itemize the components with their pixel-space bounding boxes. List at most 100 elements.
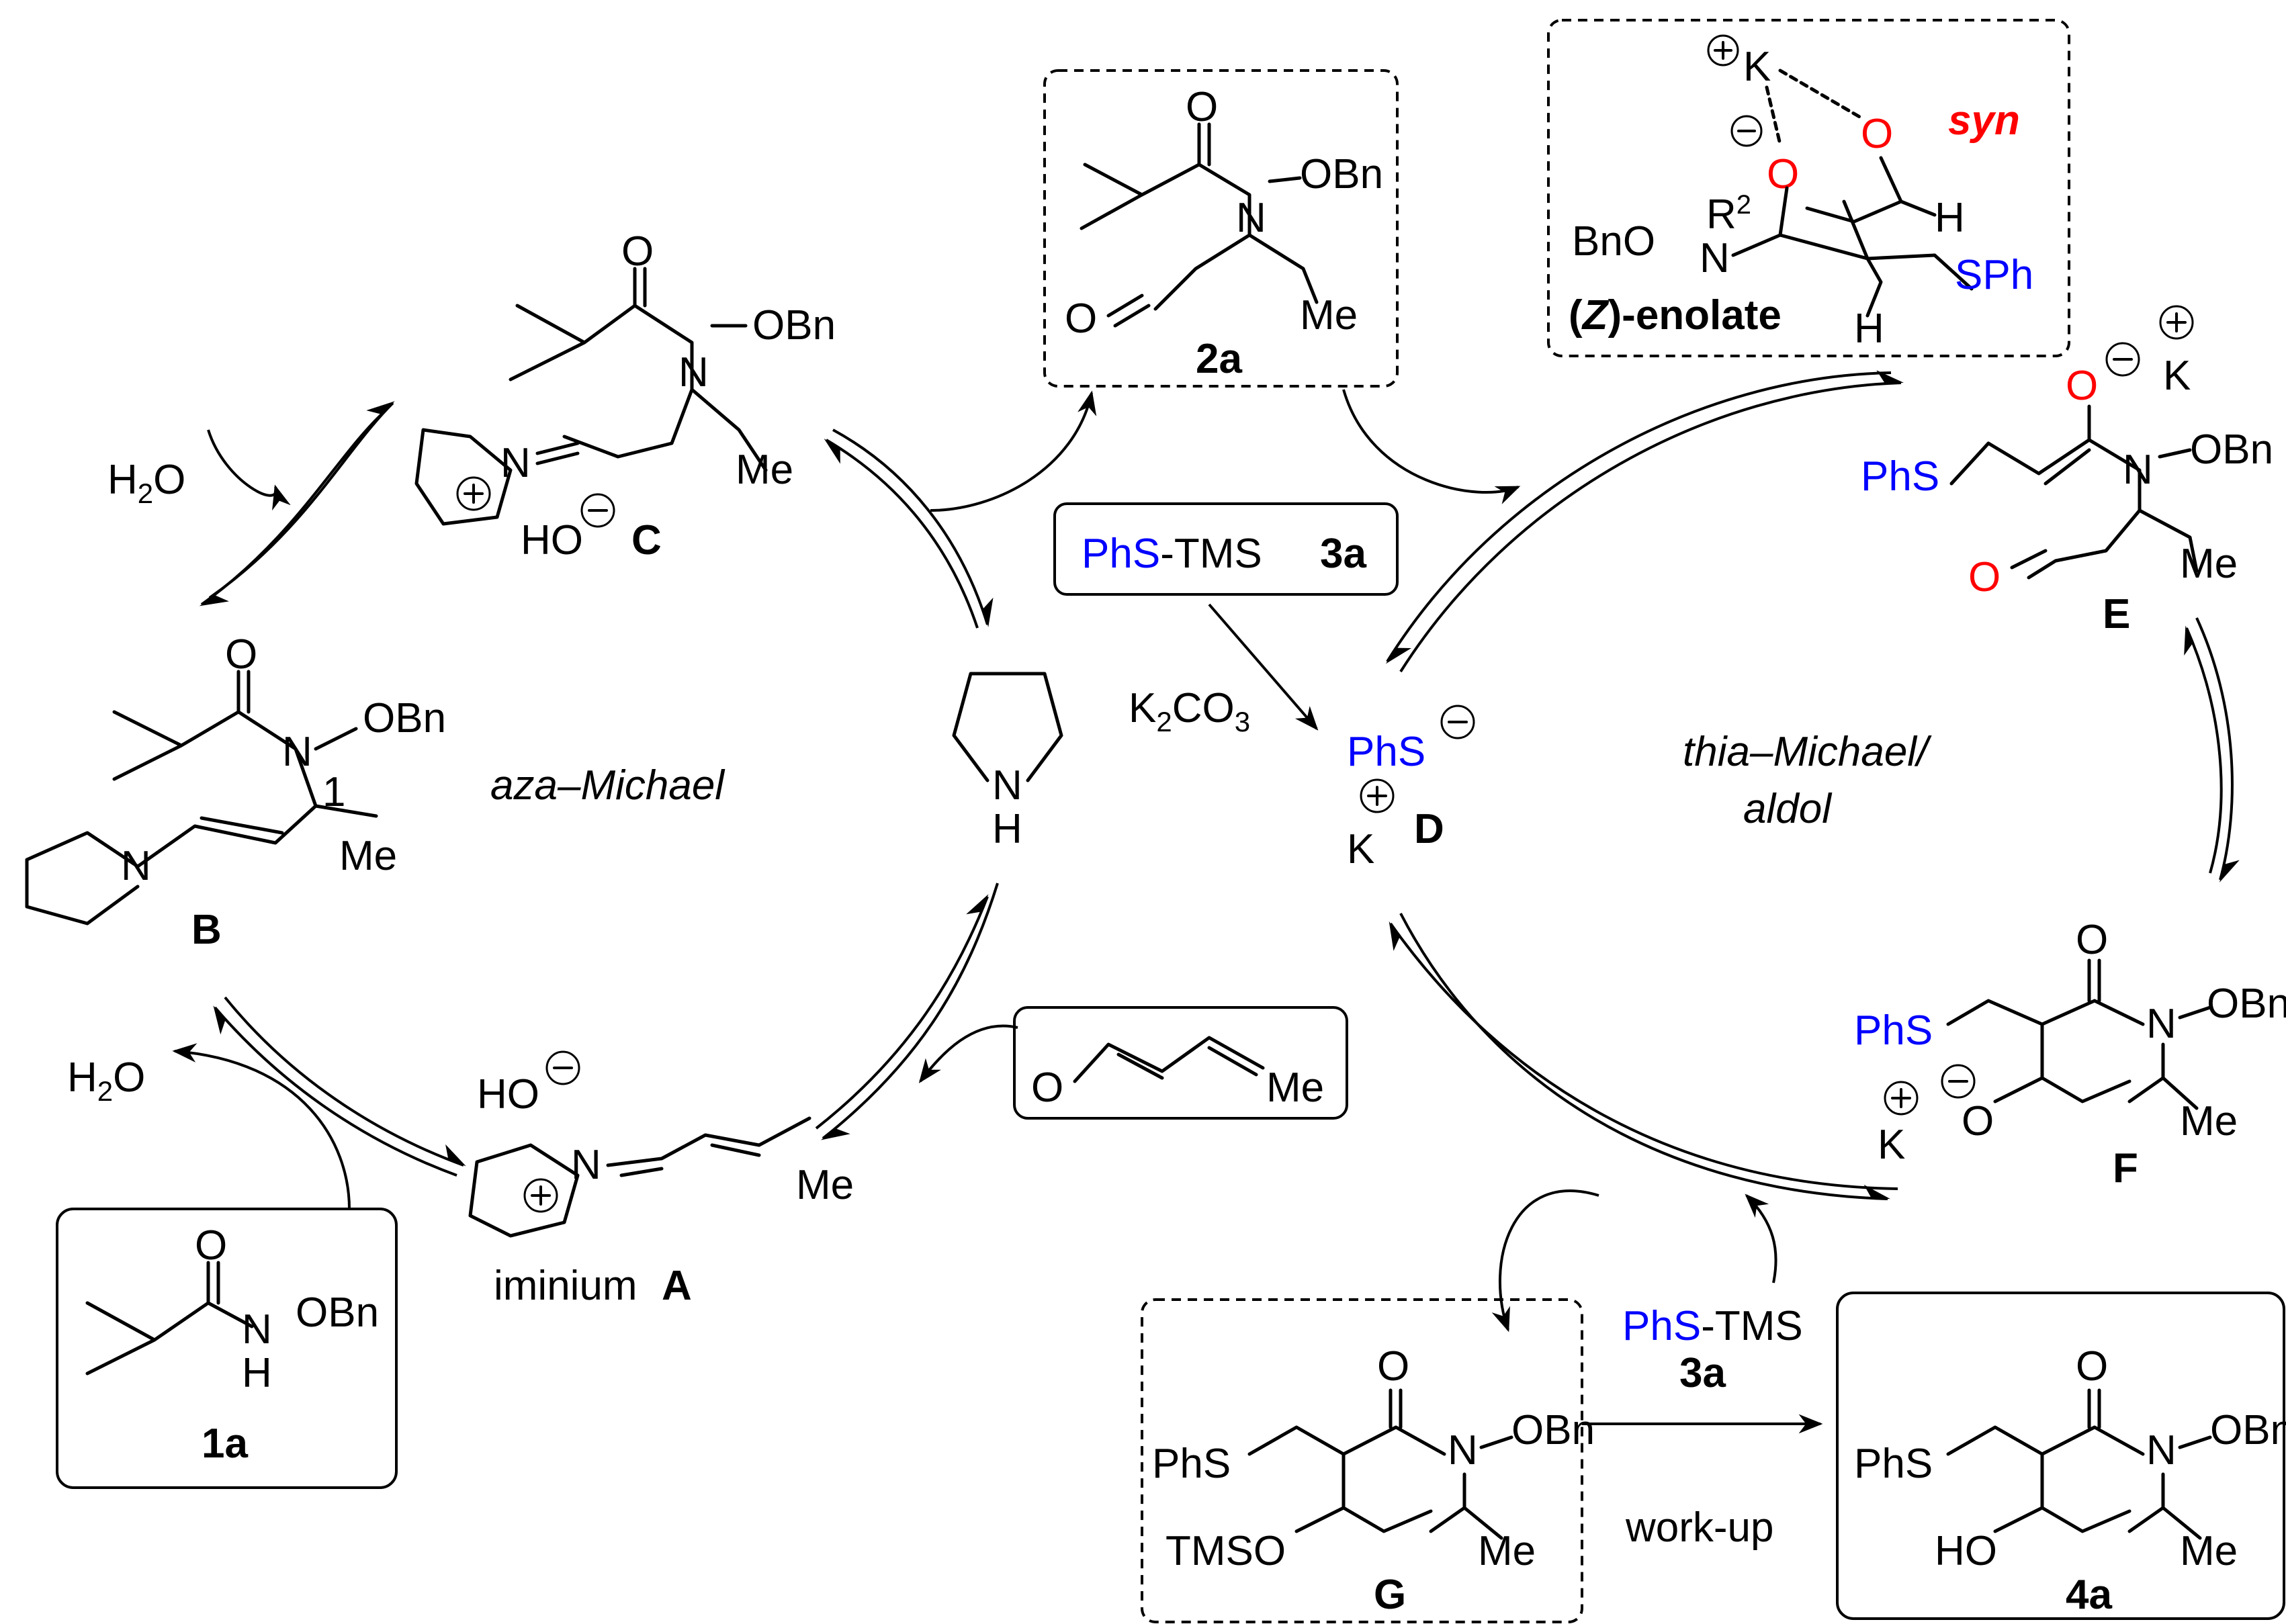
svg-text:Me: Me <box>1300 292 1358 339</box>
compound-E-id: E <box>2103 591 2130 637</box>
compound-2a-box: O OBn N O Me 2a <box>1043 69 1399 388</box>
thiolate-phs: PhS <box>1347 729 1425 775</box>
svg-text:1: 1 <box>322 769 345 815</box>
svg-text:N: N <box>1700 235 1730 281</box>
svg-text:Me: Me <box>736 447 793 493</box>
left-cycle-arrows <box>172 389 1521 1210</box>
svg-text:N: N <box>2146 1001 2177 1047</box>
compound-F: O PhS N OBn K O Me F <box>1854 917 2286 1191</box>
reagent-3a-box: PhS-TMS 3a <box>1053 502 1399 596</box>
iminium-A: N HO Me iminium A <box>468 1050 854 1309</box>
svg-text:K: K <box>1743 44 1771 90</box>
svg-text:PhS: PhS <box>1152 1441 1231 1487</box>
thiolate-D: PhS K D <box>1347 705 1475 872</box>
workup-label: work-up <box>1625 1504 1774 1551</box>
reagent-3a-id: 3a <box>1320 531 1366 577</box>
svg-text:O: O <box>621 228 654 275</box>
svg-text:H: H <box>242 1350 272 1396</box>
svg-text:O: O <box>2066 363 2098 409</box>
svg-text:N: N <box>678 349 709 396</box>
svg-text:K: K <box>2163 353 2191 399</box>
svg-text:O: O <box>1767 151 1799 197</box>
compound-4a-box: O PhS N OBn HO Me 4a <box>1836 1292 2286 1620</box>
svg-text:Me: Me <box>2180 1098 2238 1144</box>
svg-text:Me: Me <box>1478 1528 1536 1574</box>
thiolate-k: K <box>1347 826 1374 872</box>
svg-text:PhS-TMS: PhS-TMS <box>1082 531 1262 577</box>
thia-michael-label: thia–Michael/ <box>1683 729 1932 775</box>
svg-text:O: O <box>1968 554 2001 600</box>
aza-michael-label: aza–Michael <box>490 762 726 809</box>
svg-text:OBn: OBn <box>2207 981 2286 1027</box>
svg-text:N: N <box>1448 1427 1478 1474</box>
compound-2a-id: 2a <box>1196 336 1242 382</box>
water-top: H2O <box>107 457 185 509</box>
z-enolate-box: K O O syn R2 BnO N H SPh H (Z)-enolate <box>1547 19 2070 357</box>
aldol-label: aldol <box>1743 786 1833 832</box>
svg-text:O: O <box>1861 111 1893 157</box>
svg-text:O: O <box>195 1222 227 1269</box>
svg-text:PhS-TMS: PhS-TMS <box>1622 1303 1803 1349</box>
compound-1a-id: 1a <box>202 1420 248 1467</box>
iminium-id: A <box>662 1263 692 1309</box>
svg-text:O: O <box>1031 1065 1063 1111</box>
svg-text:R2: R2 <box>1706 190 1751 238</box>
catalyst-n: N <box>992 762 1022 809</box>
svg-text:N: N <box>500 440 531 486</box>
minus-charge-icon <box>1941 1064 1976 1099</box>
plus-charge-icon <box>1360 778 1395 813</box>
svg-text:O: O <box>1377 1343 1409 1390</box>
svg-text:HO: HO <box>521 517 583 563</box>
plus-charge-icon <box>456 476 491 511</box>
svg-text:K: K <box>1878 1122 1905 1168</box>
svg-text:N: N <box>121 843 151 889</box>
svg-text:OBn: OBn <box>2210 1407 2286 1453</box>
svg-text:H: H <box>1935 195 1965 241</box>
svg-text:PhS: PhS <box>1861 453 1939 500</box>
svg-text:HO: HO <box>1935 1528 1997 1574</box>
svg-text:N: N <box>242 1306 272 1353</box>
pyrrolidine-catalyst: N H <box>952 672 1063 852</box>
reagent-3a-phs: PhS <box>1082 531 1160 577</box>
iminium-prefix: iminium <box>494 1263 638 1309</box>
plus-charge-icon <box>1884 1081 1919 1116</box>
catalyst-h: H <box>992 806 1022 852</box>
svg-text:N: N <box>2146 1427 2177 1474</box>
svg-text:Me: Me <box>2180 1528 2238 1574</box>
minus-charge-icon <box>545 1050 580 1085</box>
svg-text:Me: Me <box>1266 1065 1324 1111</box>
compound-1a-box: O N OBn H 1a <box>56 1208 398 1489</box>
svg-text:N: N <box>282 729 312 775</box>
svg-text:Me: Me <box>339 833 397 879</box>
svg-text:O: O <box>1186 84 1218 130</box>
minus-charge-icon <box>1440 705 1475 739</box>
svg-text:OBn: OBn <box>1300 151 1383 197</box>
thiolate-id: D <box>1414 806 1444 852</box>
base-k2co3: K2CO3 <box>1129 685 1250 737</box>
svg-text:H: H <box>1854 306 1884 352</box>
reagent-3a-bottom: PhS-TMS 3a <box>1622 1303 1803 1396</box>
svg-text:Me: Me <box>2180 541 2238 587</box>
svg-text:OBn: OBn <box>363 695 446 741</box>
compound-G-id: G <box>1374 1572 1406 1618</box>
svg-text:O: O <box>2076 917 2108 963</box>
svg-text:TMSO: TMSO <box>1166 1528 1286 1574</box>
z-enolate-label: (Z)-enolate <box>1569 292 1782 339</box>
svg-text:O: O <box>1065 296 1097 342</box>
reagent-3a-tms: -TMS <box>1160 531 1262 577</box>
compound-F-id: F <box>2113 1145 2138 1191</box>
svg-text:OBn: OBn <box>2190 426 2273 473</box>
svg-text:HO: HO <box>477 1071 539 1118</box>
svg-text:SPh: SPh <box>1955 252 2033 298</box>
compound-G-box: O PhS N OBn TMSO Me G <box>1141 1298 1595 1623</box>
minus-charge-icon <box>580 493 615 528</box>
compound-B: O OBn N 1 Me N B <box>25 631 446 953</box>
svg-text:N: N <box>2123 447 2153 493</box>
svg-text:BnO: BnO <box>1572 218 1655 265</box>
water-bottom: H2O <box>67 1054 145 1107</box>
compound-B-id: B <box>191 907 222 953</box>
svg-text:syn: syn <box>1948 97 2020 144</box>
svg-text:OBn: OBn <box>752 302 836 349</box>
plus-charge-icon <box>523 1178 558 1213</box>
